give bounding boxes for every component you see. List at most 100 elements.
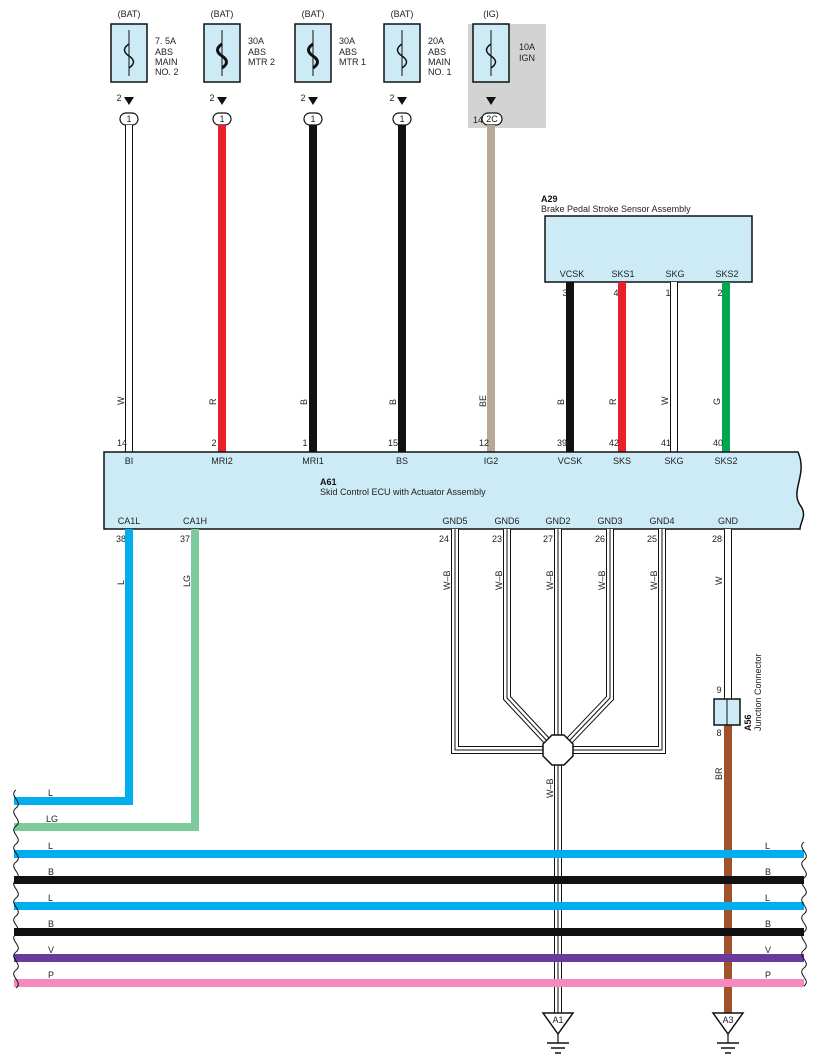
svg-text:MTR 2: MTR 2 [248, 57, 275, 67]
svg-text:NO. 1: NO. 1 [428, 67, 452, 77]
svg-text:CA1L: CA1L [118, 516, 141, 526]
svg-text:(BAT): (BAT) [391, 9, 414, 19]
svg-text:CA1H: CA1H [183, 516, 207, 526]
ground-triangle-icon [711, 1012, 745, 1036]
svg-text:ABS: ABS [428, 47, 446, 57]
svg-text:GND: GND [718, 516, 739, 526]
svg-text:W–B: W–B [545, 570, 555, 590]
svg-text:2: 2 [211, 438, 216, 448]
svg-text:25: 25 [647, 534, 657, 544]
connector-arrow-icon [397, 97, 407, 105]
svg-text:MRI2: MRI2 [211, 456, 233, 466]
svg-text:30A: 30A [339, 36, 355, 46]
svg-text:24: 24 [439, 534, 449, 544]
svg-text:2: 2 [717, 288, 722, 298]
fuse-abs-main-no2: (BAT) 7. 5A ABS MAIN NO. 2 2 1 [110, 9, 179, 126]
svg-text:L: L [765, 893, 770, 903]
a29-wires [566, 282, 730, 452]
svg-text:2: 2 [300, 93, 305, 103]
svg-text:39: 39 [557, 438, 567, 448]
svg-text:BS: BS [396, 456, 408, 466]
can-wires [14, 529, 199, 831]
svg-text:BI: BI [125, 456, 134, 466]
connector-code: 1 [126, 114, 131, 124]
svg-text:2C: 2C [486, 114, 498, 124]
a61-code: A61 [320, 477, 337, 487]
connector-arrow-icon [308, 97, 318, 105]
svg-text:ABS: ABS [155, 47, 173, 57]
connector-arrow-icon [486, 97, 496, 105]
svg-text:30A: 30A [248, 36, 264, 46]
svg-text:SKS: SKS [613, 456, 631, 466]
svg-text:L: L [48, 893, 53, 903]
svg-text:B: B [556, 399, 566, 405]
svg-text:BR: BR [714, 767, 724, 780]
svg-text:NO. 2: NO. 2 [155, 67, 179, 77]
svg-text:MAIN: MAIN [155, 57, 178, 67]
wire-color-label: B [388, 399, 398, 405]
fuse-rating: 7. 5A [155, 36, 176, 46]
splice-wire-color: W–B [545, 778, 555, 798]
svg-text:W: W [714, 576, 724, 585]
a29-box [544, 215, 753, 283]
wire-color-label: W [116, 396, 126, 405]
svg-text:W–B: W–B [649, 570, 659, 590]
ground-a3: A3 [711, 1012, 745, 1054]
a29-name: Brake Pedal Stroke Sensor Assembly [541, 204, 691, 214]
svg-text:W–B: W–B [442, 570, 452, 590]
svg-text:SKS2: SKS2 [715, 269, 738, 279]
svg-text:G: G [712, 398, 722, 405]
svg-text:P: P [48, 970, 54, 980]
svg-text:B: B [765, 919, 771, 929]
svg-text:MAIN: MAIN [428, 57, 451, 67]
fuse-ign: (IG) 10A IGN 14 2C [472, 9, 535, 126]
svg-text:1: 1 [665, 288, 670, 298]
splice-point-icon [542, 734, 574, 766]
svg-text:SKG: SKG [664, 456, 683, 466]
svg-text:GND6: GND6 [494, 516, 519, 526]
svg-text:(BAT): (BAT) [211, 9, 234, 19]
svg-text:1: 1 [399, 114, 404, 124]
a56-name: Junction Connector [753, 653, 763, 731]
svg-text:26: 26 [595, 534, 605, 544]
svg-text:W–B: W–B [597, 570, 607, 590]
svg-text:A1: A1 [552, 1015, 563, 1025]
wire-color-label: BE [478, 395, 488, 407]
svg-text:28: 28 [712, 534, 722, 544]
svg-text:37: 37 [180, 534, 190, 544]
svg-text:(IG): (IG) [483, 9, 499, 19]
svg-text:L: L [48, 841, 53, 851]
svg-text:23: 23 [492, 534, 502, 544]
svg-text:2: 2 [209, 93, 214, 103]
fuse-abs-mtr2: (BAT) 30A ABS MTR 2 2 1 [203, 9, 275, 126]
svg-text:W–B: W–B [494, 570, 504, 590]
connector-arrow-icon [217, 97, 227, 105]
svg-text:VCSK: VCSK [558, 456, 583, 466]
wire-color-label: B [299, 399, 309, 405]
svg-text:P: P [765, 970, 771, 980]
svg-text:1: 1 [310, 114, 315, 124]
svg-text:IG2: IG2 [484, 456, 499, 466]
svg-text:LG: LG [46, 814, 58, 824]
svg-text:20A: 20A [428, 36, 444, 46]
svg-text:38: 38 [116, 534, 126, 544]
fuse-element-icon [123, 43, 135, 69]
svg-text:GND4: GND4 [649, 516, 674, 526]
ground-triangle-icon [541, 1012, 575, 1036]
svg-text:9: 9 [716, 685, 721, 695]
svg-text:(BAT): (BAT) [302, 9, 325, 19]
svg-text:W: W [660, 396, 670, 405]
fuse-supply: (BAT) [118, 9, 141, 19]
fuse-abs-main-no1: (BAT) 20A ABS MAIN NO. 1 2 1 [383, 9, 452, 126]
svg-text:V: V [765, 945, 771, 955]
fuse-element-icon [396, 43, 408, 69]
svg-text:3: 3 [562, 288, 567, 298]
svg-text:41: 41 [661, 438, 671, 448]
svg-text:VCSK: VCSK [560, 269, 585, 279]
connector-arrow-icon [124, 97, 134, 105]
svg-text:12: 12 [479, 438, 489, 448]
svg-text:14: 14 [473, 115, 483, 125]
svg-text:GND2: GND2 [545, 516, 570, 526]
svg-text:R: R [608, 398, 618, 405]
